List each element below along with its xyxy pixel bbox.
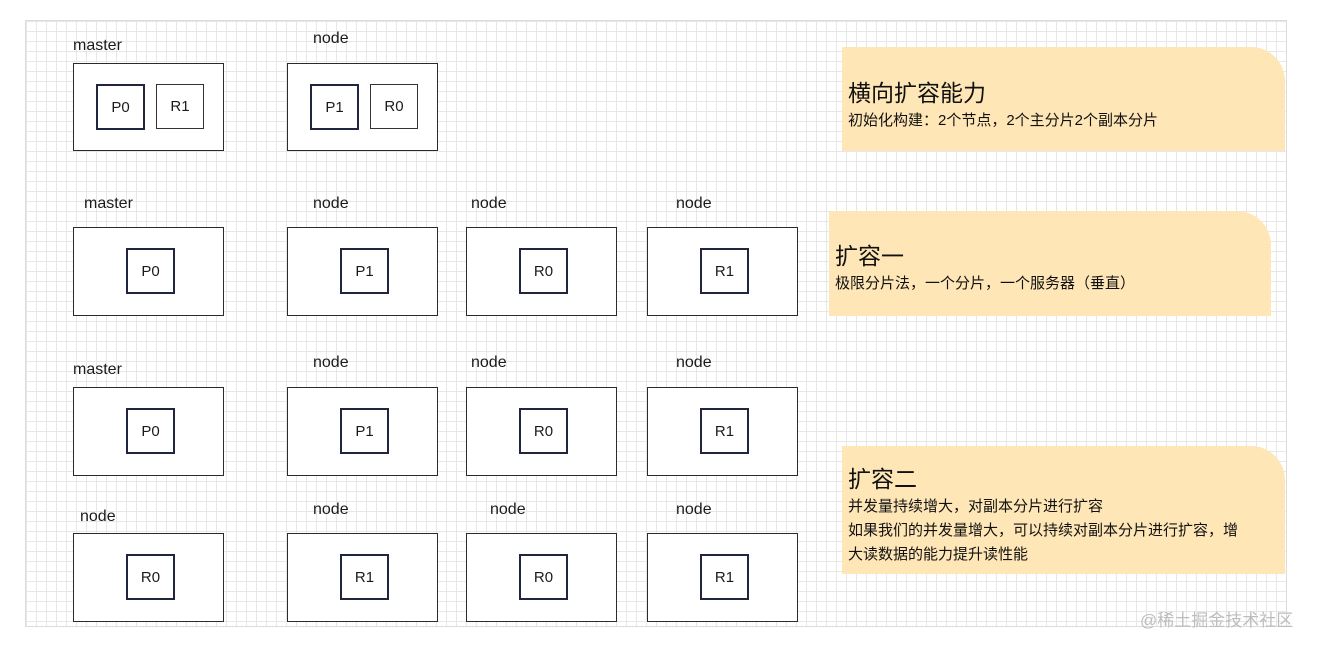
- server-label: node: [313, 354, 349, 371]
- server-label: node: [80, 508, 116, 525]
- primary-shard: R0: [519, 248, 568, 294]
- server-label: node: [676, 501, 712, 518]
- note-title: 横向扩容能力: [848, 80, 986, 106]
- primary-shard: P1: [310, 84, 359, 130]
- annotation-note: 横向扩容能力初始化构建：2个节点，2个主分片2个副本分片: [842, 47, 1285, 151]
- note-text: 大读数据的能力提升读性能: [848, 546, 1029, 563]
- replica-shard: R0: [370, 84, 418, 129]
- note-title: 扩容一: [835, 243, 904, 269]
- server-label: node: [471, 354, 507, 371]
- primary-shard: P0: [126, 408, 175, 454]
- server-label: node: [490, 501, 526, 518]
- note-title: 扩容二: [848, 466, 917, 492]
- primary-shard: R1: [700, 248, 749, 294]
- server-label: node: [313, 195, 349, 212]
- server-label: master: [73, 37, 122, 54]
- primary-shard: P1: [340, 248, 389, 294]
- note-text: 并发量持续增大，对副本分片进行扩容: [848, 498, 1104, 515]
- primary-shard: P1: [340, 408, 389, 454]
- server-label: node: [676, 354, 712, 371]
- note-text: 极限分片法，一个分片，一个服务器（垂直）: [835, 275, 1136, 292]
- primary-shard: R1: [700, 408, 749, 454]
- primary-shard: R0: [519, 554, 568, 600]
- server-label: master: [84, 195, 133, 212]
- primary-shard: R0: [519, 408, 568, 454]
- server-label: master: [73, 361, 122, 378]
- server-label: node: [313, 501, 349, 518]
- note-text: 如果我们的并发量增大，可以持续对副本分片进行扩容，增: [848, 522, 1239, 539]
- replica-shard: R1: [156, 84, 204, 129]
- server-label: node: [471, 195, 507, 212]
- primary-shard: R0: [126, 554, 175, 600]
- note-text: 初始化构建：2个节点，2个主分片2个副本分片: [848, 112, 1159, 129]
- primary-shard: P0: [126, 248, 175, 294]
- server-box: [466, 227, 617, 316]
- primary-shard: P0: [96, 84, 145, 130]
- server-label: node: [676, 195, 712, 212]
- primary-shard: R1: [340, 554, 389, 600]
- annotation-note: 扩容二并发量持续增大，对副本分片进行扩容如果我们的并发量增大，可以持续对副本分片…: [842, 446, 1285, 574]
- server-label: node: [313, 30, 349, 47]
- primary-shard: R1: [700, 554, 749, 600]
- annotation-note: 扩容一极限分片法，一个分片，一个服务器（垂直）: [829, 211, 1271, 316]
- watermark: @稀土掘金技术社区: [1140, 611, 1294, 630]
